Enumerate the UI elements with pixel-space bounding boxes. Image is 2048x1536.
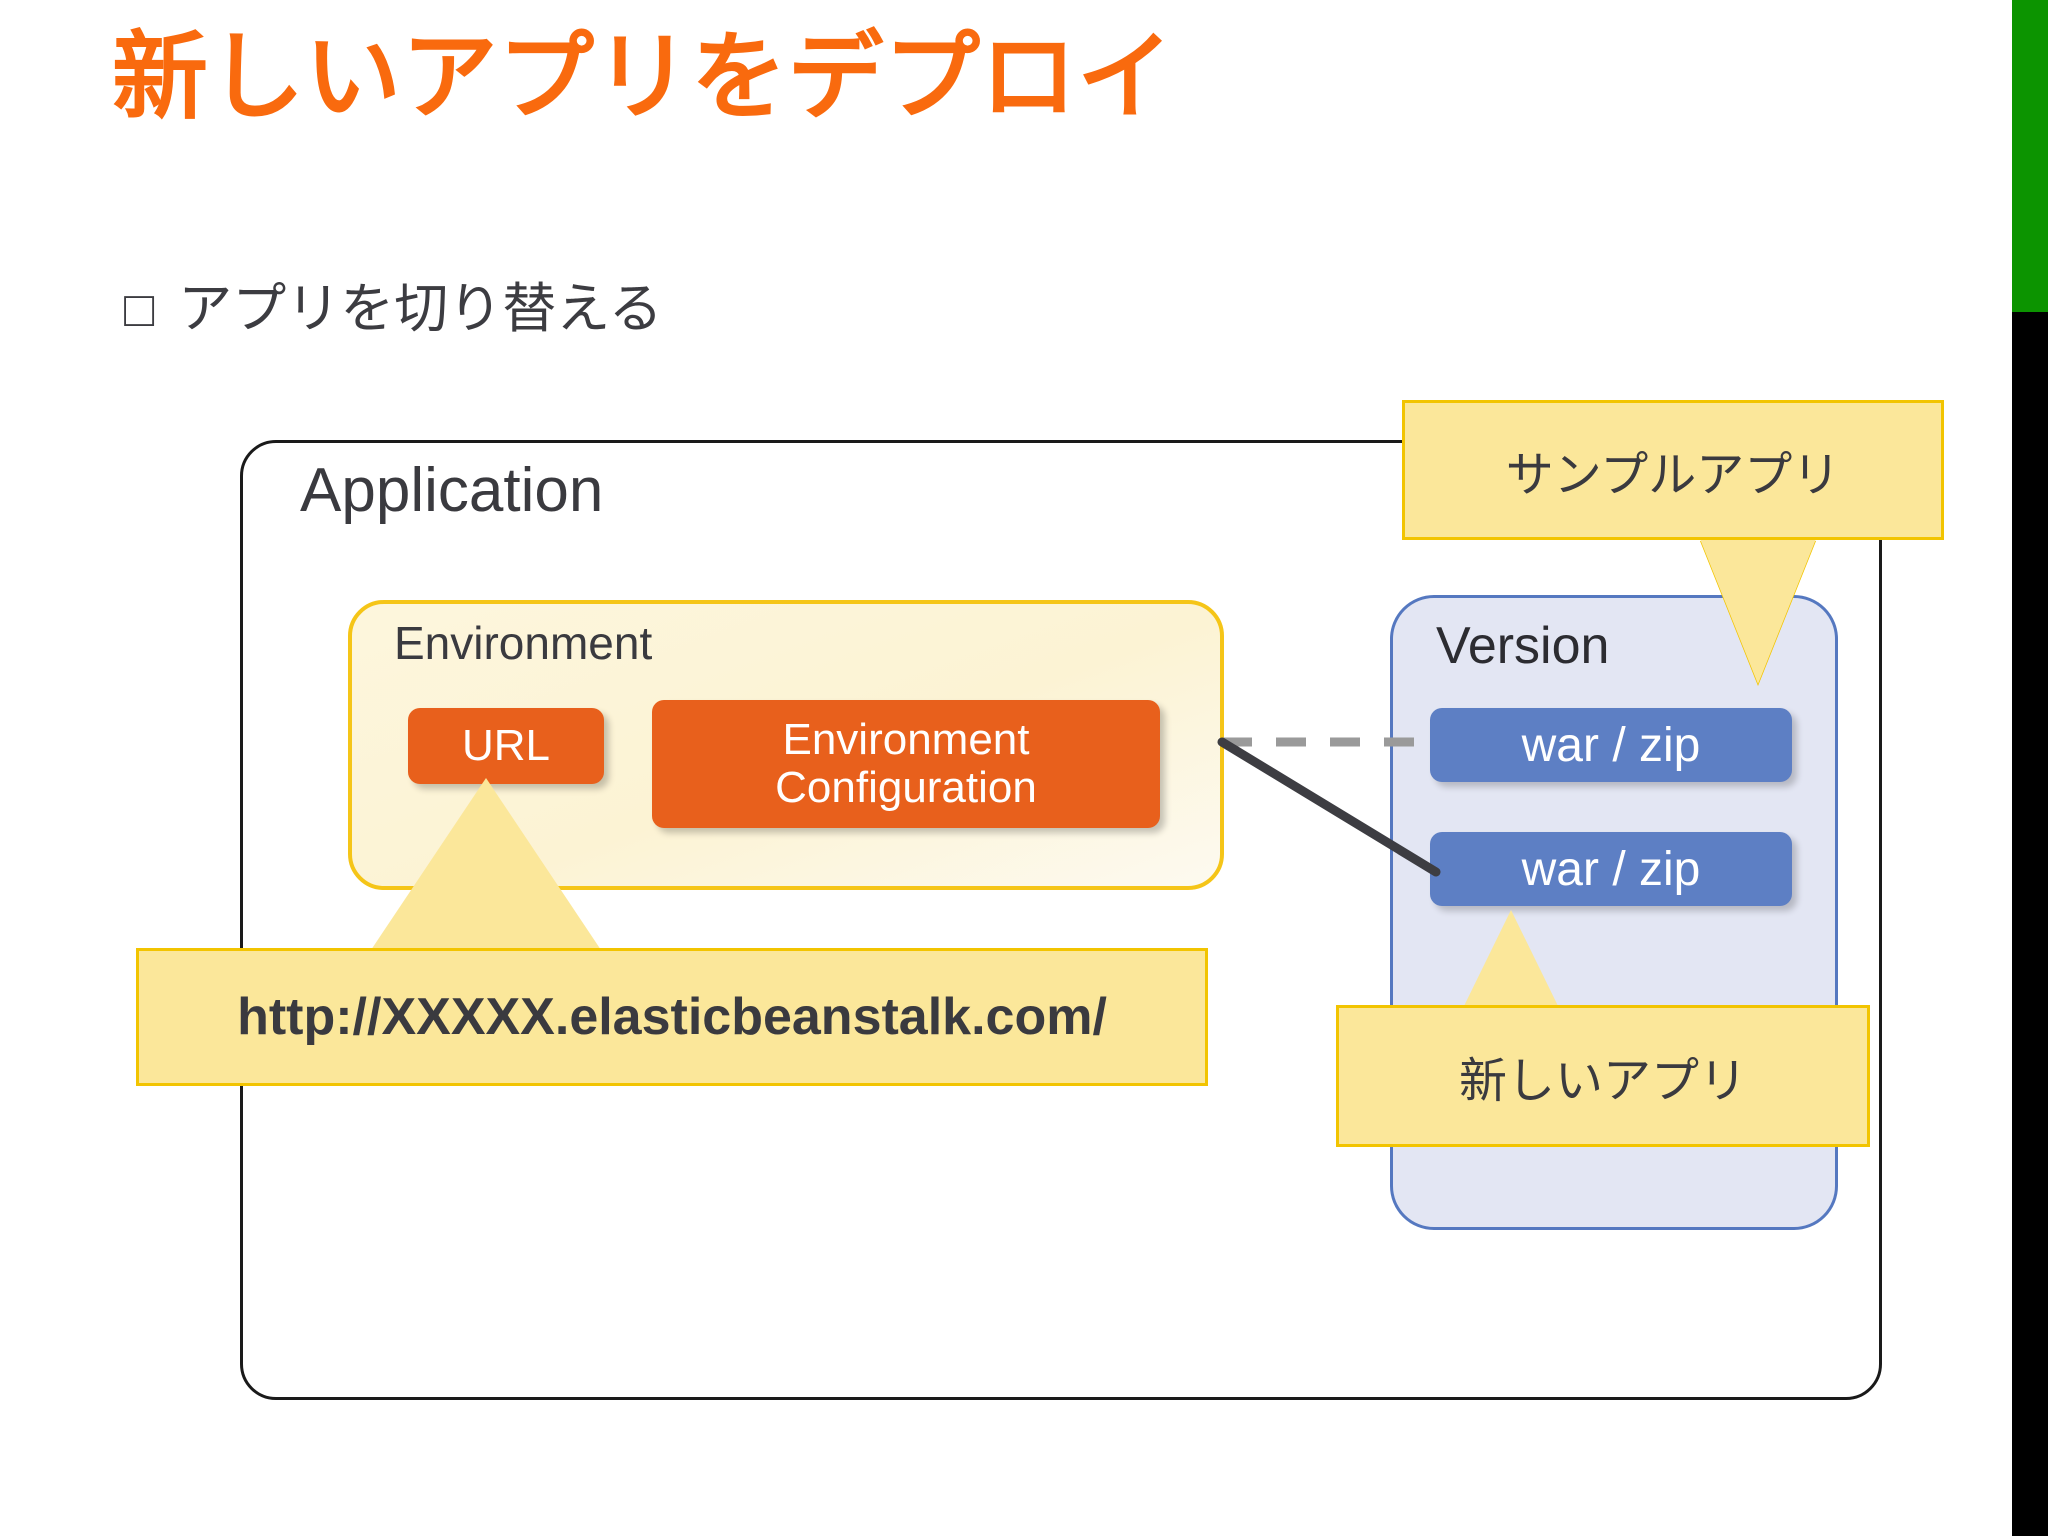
square-bullet-icon: □ bbox=[124, 281, 155, 337]
bullet-item: □ アプリを切り替える bbox=[124, 282, 663, 336]
right-edge-black-bar bbox=[2012, 312, 2048, 1536]
new-app-callout-tail bbox=[1463, 910, 1559, 1008]
environment-configuration-chip[interactable]: Environment Configuration bbox=[652, 700, 1160, 828]
war-zip-chip-2[interactable]: war / zip bbox=[1430, 832, 1792, 906]
environment-label: Environment bbox=[394, 617, 653, 669]
slide-title: 新しいアプリをデプロイ bbox=[112, 24, 1174, 131]
url-chip[interactable]: URL bbox=[408, 708, 604, 784]
url-callout: http://XXXXX.elasticbeanstalk.com/ bbox=[136, 948, 1208, 1086]
url-callout-tail bbox=[371, 778, 601, 950]
right-edge-green-bar bbox=[2012, 0, 2048, 312]
application-label: Application bbox=[300, 456, 604, 525]
bullet-label: アプリを切り替える bbox=[178, 279, 663, 339]
war-zip-chip-1[interactable]: war / zip bbox=[1430, 708, 1792, 782]
new-app-callout: 新しいアプリ bbox=[1336, 1005, 1870, 1147]
sample-app-callout: サンプルアプリ bbox=[1402, 400, 1944, 540]
application-container bbox=[240, 440, 1882, 1400]
sample-app-callout-tail bbox=[1700, 539, 1816, 684]
version-label: Version bbox=[1436, 617, 1610, 675]
